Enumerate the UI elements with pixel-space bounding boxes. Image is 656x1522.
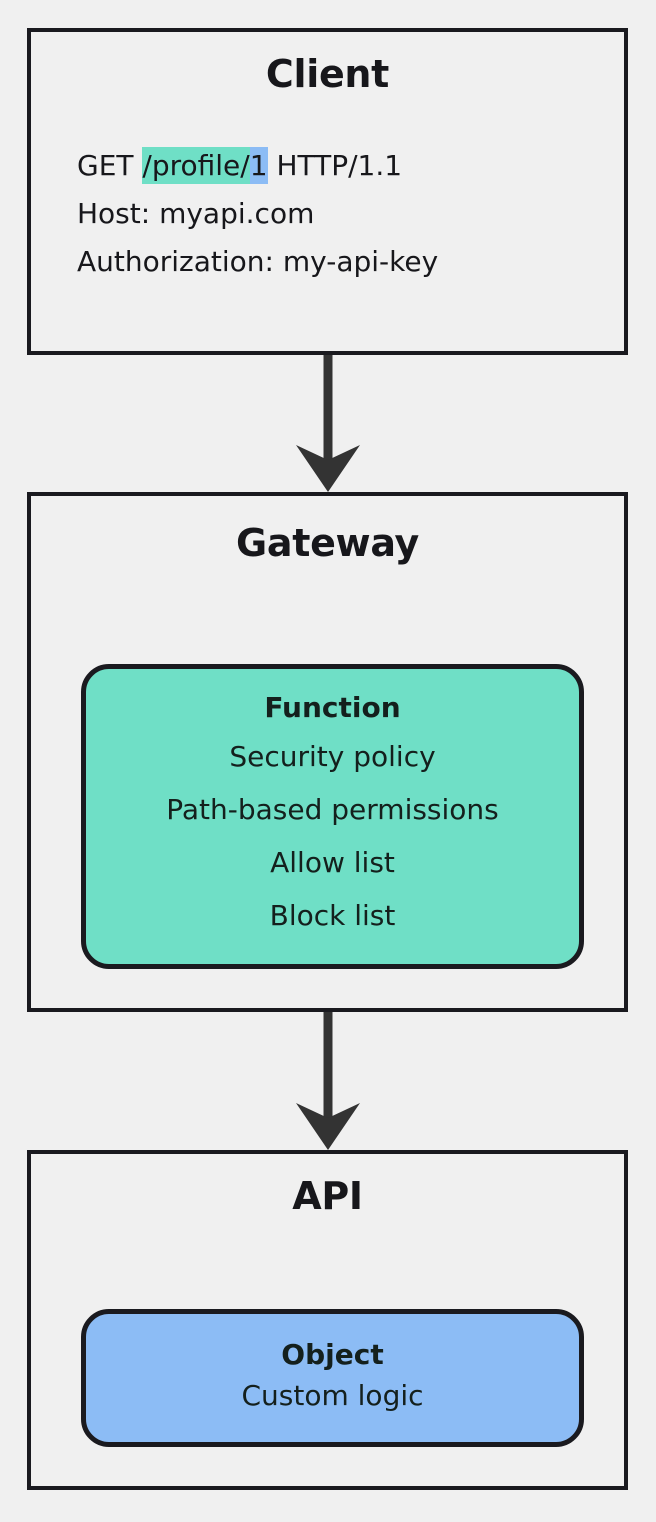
request-line-host: Host: myapi.com — [77, 196, 315, 230]
function-subnode: Function Security policy Path-based perm… — [81, 664, 584, 969]
client-request-block: GET /profile/1 HTTP/1.1 Host: myapi.com … — [31, 142, 624, 286]
arrowhead-client-to-gateway — [296, 445, 360, 492]
request-line-method: GET /profile/1 HTTP/1.1 — [77, 142, 624, 190]
client-title: Client — [265, 52, 390, 96]
object-line-custom-logic: Custom logic — [241, 1378, 424, 1412]
api-title: API — [292, 1174, 363, 1218]
gateway-node: Gateway Function Security policy Path-ba… — [27, 492, 628, 1012]
object-title: Object — [281, 1338, 384, 1372]
request-method-text: GET — [77, 148, 143, 182]
arrowhead-gateway-to-api — [296, 1103, 360, 1150]
api-node: API Object Custom logic — [27, 1150, 628, 1490]
object-subnode: Object Custom logic — [81, 1309, 584, 1447]
function-line-path-based-permissions: Path-based permissions — [166, 793, 499, 827]
function-title: Function — [264, 690, 401, 724]
request-id-highlight: 1 — [249, 146, 268, 184]
client-node: Client GET /profile/1 HTTP/1.1 Host: mya… — [27, 28, 628, 355]
function-line-allow-list: Allow list — [270, 846, 395, 880]
request-path-highlight: /profile/ — [142, 146, 250, 184]
gateway-title: Gateway — [235, 521, 420, 565]
request-version-text: HTTP/1.1 — [267, 148, 403, 182]
function-line-block-list: Block list — [269, 899, 396, 933]
request-line-authorization: Authorization: my-api-key — [77, 244, 439, 278]
function-line-security-policy: Security policy — [229, 740, 436, 774]
